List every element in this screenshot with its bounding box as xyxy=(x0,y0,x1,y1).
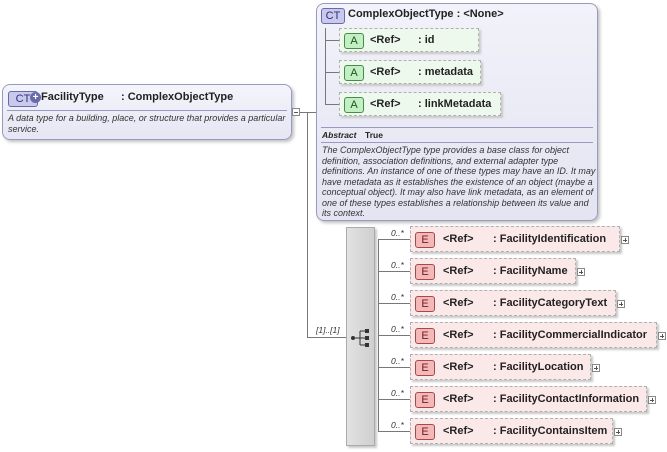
connector xyxy=(325,104,339,105)
connector xyxy=(378,431,410,432)
element-multiplicity: 0..* xyxy=(391,388,404,398)
element-name: : FacilityCategoryText xyxy=(493,297,608,309)
expand-toggle[interactable] xyxy=(577,268,585,276)
complex-object-type-description: The ComplexObjectType type provides a ba… xyxy=(322,145,596,218)
connector xyxy=(378,271,410,272)
divider xyxy=(7,110,287,111)
element-row[interactable]: E <Ref> : FacilityContactInformation xyxy=(410,386,647,412)
attribute-icon: A xyxy=(344,33,364,49)
attribute-icon: A xyxy=(344,65,364,81)
connector xyxy=(378,335,410,336)
element-multiplicity: 0..* xyxy=(391,356,404,366)
attribute-ref: <Ref> xyxy=(370,34,401,46)
element-row[interactable]: E <Ref> : FacilityName xyxy=(410,258,576,284)
expand-toggle[interactable] xyxy=(648,396,656,404)
attribute-id[interactable]: A <Ref> : id xyxy=(339,28,479,52)
expand-toggle[interactable] xyxy=(617,300,625,308)
sequence-icon xyxy=(351,329,369,347)
connector xyxy=(325,40,339,41)
element-icon: E xyxy=(415,392,435,408)
element-name: : FacilityCommercialIndicator xyxy=(493,329,648,341)
element-name: : FacilityName xyxy=(493,265,568,277)
element-row[interactable]: E <Ref> : FacilityLocation xyxy=(410,354,591,380)
attribute-name: : metadata xyxy=(418,66,474,78)
element-multiplicity: 0..* xyxy=(391,260,404,270)
attribute-ref: <Ref> xyxy=(370,98,401,110)
connector xyxy=(307,337,347,338)
element-ref: <Ref> xyxy=(443,297,474,309)
connector xyxy=(378,367,410,368)
attribute-icon: A xyxy=(344,97,364,113)
plus-sign-icon: + xyxy=(30,92,41,103)
facility-type-description: A data type for a building, place, or st… xyxy=(8,113,286,134)
element-icon: E xyxy=(415,360,435,376)
collapse-toggle[interactable] xyxy=(292,108,300,116)
attribute-metadata[interactable]: A <Ref> : metadata xyxy=(339,60,481,84)
complex-type-icon: CT xyxy=(321,8,345,24)
divider xyxy=(321,127,593,128)
sequence-compositor[interactable] xyxy=(346,227,375,446)
attribute-link-metadata[interactable]: A <Ref> : linkMetadata xyxy=(339,92,501,116)
element-multiplicity: 0..* xyxy=(391,292,404,302)
element-ref: <Ref> xyxy=(443,265,474,277)
element-ref: <Ref> xyxy=(443,233,474,245)
element-row[interactable]: E <Ref> : FacilityCategoryText xyxy=(410,290,616,316)
element-multiplicity: 0..* xyxy=(391,228,404,238)
complex-object-type-card[interactable]: CT ComplexObjectType : <None> A <Ref> : … xyxy=(316,3,598,221)
element-ref: <Ref> xyxy=(443,425,474,437)
element-icon: E xyxy=(415,296,435,312)
facility-type-card[interactable]: CT + FacilityType : ComplexObjectType A … xyxy=(2,84,292,140)
attribute-name: : id xyxy=(418,34,435,46)
element-multiplicity: 0..* xyxy=(391,324,404,334)
connector xyxy=(325,28,326,104)
element-icon: E xyxy=(415,232,435,248)
attribute-ref: <Ref> xyxy=(370,66,401,78)
element-icon: E xyxy=(415,264,435,280)
connector xyxy=(378,399,410,400)
abstract-label: Abstract xyxy=(322,130,357,140)
element-icon: E xyxy=(415,328,435,344)
sequence-multiplicity: [1]..[1] xyxy=(316,325,340,335)
element-name: : FacilityLocation xyxy=(493,361,584,373)
connector xyxy=(300,112,316,113)
element-row[interactable]: E <Ref> : FacilityCommercialIndicator xyxy=(410,322,657,348)
expand-toggle[interactable] xyxy=(658,332,666,340)
element-ref: <Ref> xyxy=(443,393,474,405)
complex-object-type-title: ComplexObjectType : <None> xyxy=(348,8,504,20)
facility-type-base: : ComplexObjectType xyxy=(121,91,234,103)
expand-toggle[interactable] xyxy=(621,236,629,244)
element-name: : FacilityContactInformation xyxy=(493,393,640,405)
connector xyxy=(325,72,339,73)
element-name: : FacilityIdentification xyxy=(493,233,607,245)
connector xyxy=(378,239,410,240)
abstract-value: True xyxy=(365,130,383,140)
attribute-name: : linkMetadata xyxy=(418,98,492,110)
element-multiplicity: 0..* xyxy=(391,420,404,430)
divider xyxy=(321,142,593,143)
connector xyxy=(307,112,308,337)
expand-toggle[interactable] xyxy=(592,364,600,372)
connector xyxy=(378,303,410,304)
element-ref: <Ref> xyxy=(443,361,474,373)
element-row[interactable]: E <Ref> : FacilityIdentification xyxy=(410,226,620,252)
element-name: : FacilityContainsItem xyxy=(493,425,608,437)
element-ref: <Ref> xyxy=(443,329,474,341)
expand-toggle[interactable] xyxy=(614,428,622,436)
facility-type-name: FacilityType xyxy=(41,91,104,103)
element-row[interactable]: E <Ref> : FacilityContainsItem xyxy=(410,418,613,444)
element-icon: E xyxy=(415,424,435,440)
